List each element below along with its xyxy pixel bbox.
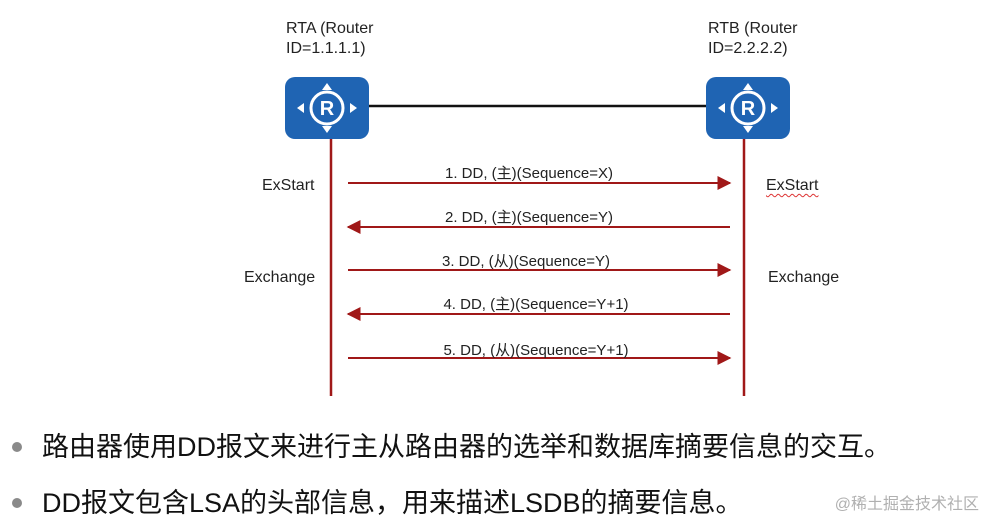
watermark: @稀土掘金技术社区 [834,496,979,513]
rta-label-line1: RTA (Router [286,20,374,37]
bullet-item-2: DD报文包含LSA的头部信息，用来描述LSDB的摘要信息。 [12,481,743,520]
svg-text:R: R [741,98,756,120]
bullet-item-1: 路由器使用DD报文来进行主从路由器的选举和数据库摘要信息的交互。 [12,425,891,464]
rta-label-line2: ID=1.1.1.1) [286,40,366,57]
message-label-4: 4. DD, (主)(Sequence=Y+1) [443,296,629,313]
rta-label: RTA (Router ID=1.1.1.1) [286,19,373,59]
bullet-dot-icon [12,497,22,508]
rta-state-exchange: Exchange [244,269,316,286]
rtb-router-icon: R [706,77,790,139]
rtb-label: RTB (Router ID=2.2.2.2) [708,19,798,59]
rta-state-exstart: ExStart [262,177,315,194]
bullet-dot-icon [12,441,22,452]
bullet-text-2: DD报文包含LSA的头部信息，用来描述LSDB的摘要信息。 [42,488,743,518]
svg-text:R: R [320,98,335,120]
rtb-state-exstart: ExStart [766,177,819,194]
message-label-2: 2. DD, (主)(Sequence=Y) [445,209,613,226]
rtb-label-line1: RTB (Router [708,20,798,37]
message-label-5: 5. DD, (从)(Sequence=Y+1) [443,342,629,359]
message-label-1: 1. DD, (主)(Sequence=X) [445,165,613,182]
rtb-state-exchange: Exchange [768,269,840,286]
rta-router-icon: R [285,77,369,139]
bullet-text-1: 路由器使用DD报文来进行主从路由器的选举和数据库摘要信息的交互。 [42,432,891,462]
message-label-3: 3. DD, (从)(Sequence=Y) [442,253,610,270]
rtb-label-line2: ID=2.2.2.2) [708,40,788,57]
